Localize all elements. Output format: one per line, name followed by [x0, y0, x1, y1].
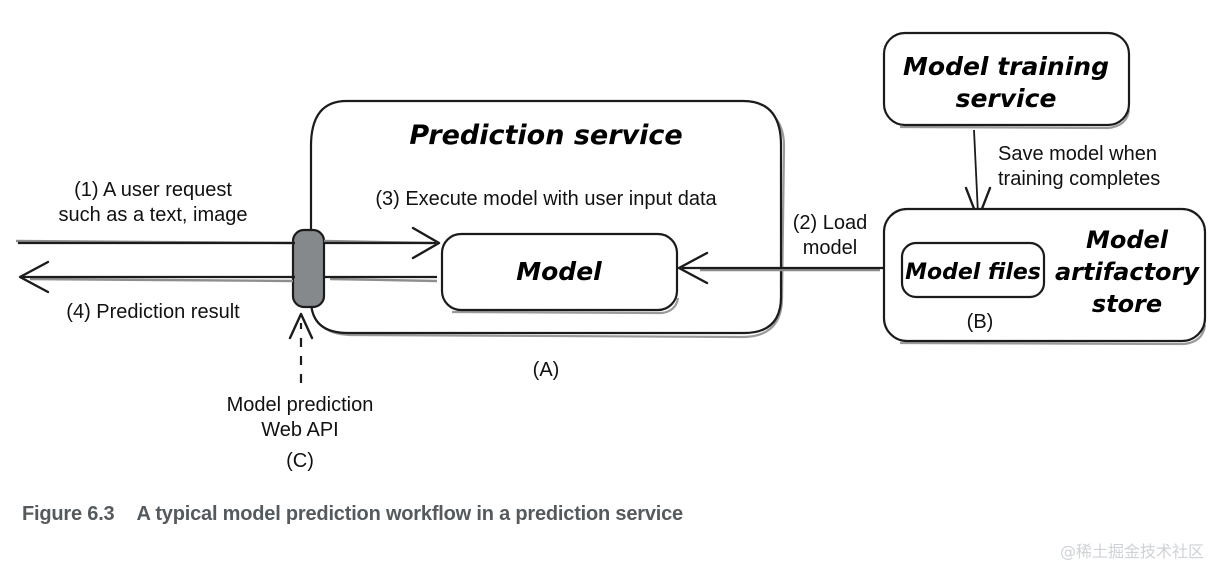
artifactory-title-line3: store: [1092, 290, 1162, 318]
save-model-arrow: Save model when training completes: [964, 129, 1160, 221]
save-note-line1: Save model when: [998, 143, 1157, 165]
web-api-gateway-node: [291, 228, 326, 309]
training-service-label-line1: Model training: [903, 52, 1109, 81]
web-api-callout-line2: Web API: [261, 419, 338, 441]
model-artifactory-store-box: Model artifactory store (B) Model files: [882, 207, 1207, 346]
outbound-result-label: (4) Prediction result: [66, 301, 240, 323]
model-files-box: Model files: [900, 241, 1046, 299]
model-training-service-box: Model training service: [882, 31, 1131, 130]
model-files-label: Model files: [905, 260, 1041, 285]
artifactory-title-line2: artifactory: [1055, 258, 1200, 286]
load-model-label-line1: (2) Load: [793, 212, 868, 234]
model-box: Model: [440, 232, 680, 315]
inbound-request-label-line2: such as a text, image: [59, 204, 248, 226]
figure-caption: Figure 6.3 A typical model prediction wor…: [22, 503, 683, 526]
web-api-callout: Model prediction Web API (C): [227, 312, 374, 472]
load-model-arrow: (2) Load model: [677, 212, 884, 285]
inbound-request-label-line1: (1) A user request: [74, 179, 232, 201]
load-model-label-line2: model: [803, 237, 857, 259]
save-note-line2: training completes: [998, 168, 1160, 190]
prediction-service-title: Prediction service: [409, 120, 682, 151]
web-api-callout-line1: Model prediction: [227, 394, 374, 416]
web-api-callout-tag: (C): [286, 450, 314, 472]
artifactory-tag: (B): [967, 311, 994, 333]
step3-label: (3) Execute model with user input data: [375, 188, 717, 210]
figure-caption-text: A typical model prediction workflow in a…: [136, 503, 683, 525]
inbound-request-arrow: (1) A user request such as a text, image: [15, 179, 441, 260]
prediction-service-tag: (A): [533, 359, 560, 381]
figure-caption-number: Figure 6.3: [22, 503, 115, 525]
outbound-result-arrow: (4) Prediction result: [18, 260, 438, 323]
artifactory-title-line1: Model: [1086, 226, 1169, 254]
training-service-label-line2: service: [956, 84, 1057, 113]
watermark: @稀土掘金技术社区: [1059, 542, 1204, 561]
model-box-label: Model: [516, 257, 602, 286]
